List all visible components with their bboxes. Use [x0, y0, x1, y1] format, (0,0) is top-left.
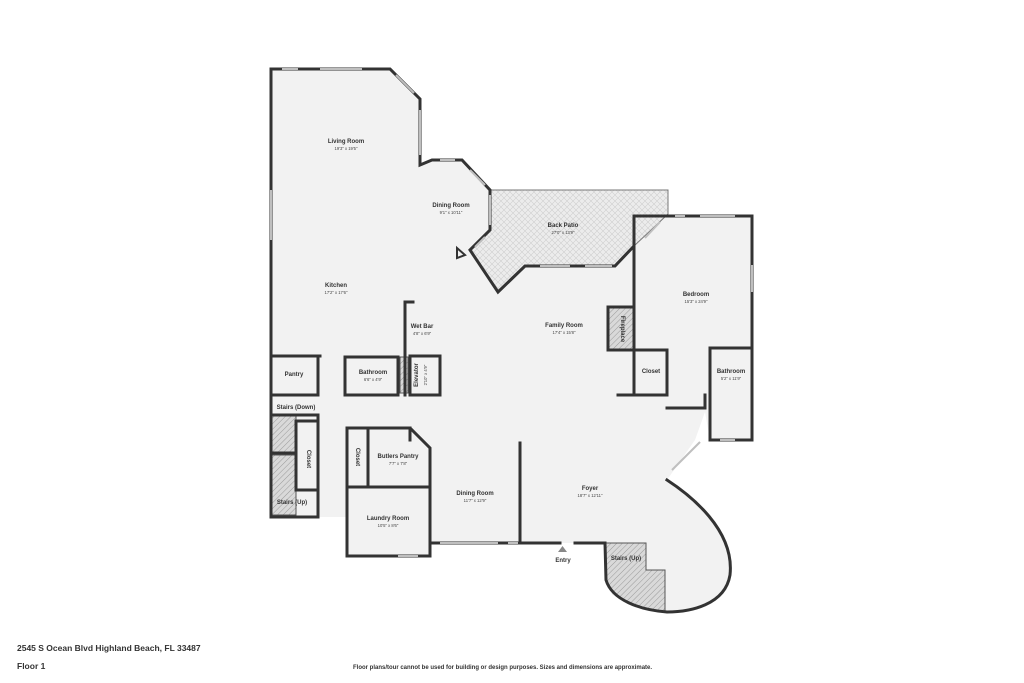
living-room-label: Living Room: [328, 139, 364, 145]
dining-room-lower-label: Dining Room: [456, 491, 493, 497]
entry-label: Entry: [555, 558, 571, 564]
kitchen-label: Kitchen: [325, 283, 347, 289]
wet-bar-label: Wet Bar: [411, 324, 434, 330]
wall-bathroom-small: [343, 355, 400, 397]
back-patio-dim: 27'0" x 13'9": [552, 230, 575, 235]
elevator-label: Elevator: [414, 363, 420, 387]
wall-bathroom-bedroom: [708, 346, 754, 442]
dining-room-upper-label: Dining Room: [432, 203, 469, 209]
windows: [270, 68, 753, 557]
living-room-dim: 19'3" x 19'5": [335, 146, 358, 151]
address-text: 2545 S Ocean Blvd Highland Beach, FL 334…: [17, 643, 201, 653]
wall-closet-bedroom: [632, 348, 669, 397]
closet-bedroom-label: Closet: [642, 369, 660, 375]
bedroom-dim: 15'3" x 24'9": [685, 299, 708, 304]
family-room-dim: 17'4" x 15'8": [553, 330, 576, 335]
wet-bar-dim: 4'8" x 6'9": [413, 331, 432, 336]
foyer-dim: 18'7" x 12'11": [578, 493, 603, 498]
stairs-down-area: [271, 414, 297, 454]
bathroom-small-dim: 6'6" x 4'9": [364, 377, 383, 382]
exterior-wall-foyer-curve: [603, 477, 732, 614]
butlers-pantry-label: Butlers Pantry: [377, 454, 419, 460]
wall-kitchen-corner: [456, 245, 467, 260]
back-patio-label: Back Patio: [548, 223, 579, 229]
closet-butler-label: Closet: [354, 448, 360, 466]
kitchen-dim: 17'2" x 17'6": [325, 290, 348, 295]
stairs-down-label: Stairs (Down): [277, 405, 316, 411]
dining-room-upper-dim: 9'1" x 10'11": [440, 210, 463, 215]
floor-label: Floor 1: [17, 661, 46, 671]
entry-arrow-icon: [558, 546, 567, 552]
elevator-dim: 2'10" x 4'9": [423, 364, 428, 385]
butlers-pantry-dim: 7'7" x 7'8": [389, 461, 408, 466]
pantry-label: Pantry: [285, 372, 304, 378]
wall-wetbar: [403, 300, 415, 397]
bathroom-bedroom-dim: 5'2" x 11'9": [721, 376, 742, 381]
wall-left-block: [269, 354, 322, 519]
wall-bedroom-bottom: [665, 393, 707, 410]
bathroom-bedroom-label: Bathroom: [717, 369, 745, 375]
floor-area: [271, 69, 752, 612]
bedroom-label: Bedroom: [683, 292, 709, 298]
wall-closet-left: [294, 419, 320, 492]
wall-elevator: [408, 354, 442, 397]
wall-laundry: [345, 485, 432, 558]
disclaimer-text: Floor plans/tour cannot be used for buil…: [353, 665, 653, 671]
stairs-up-left-area: [271, 454, 297, 516]
bathroom-small-label: Bathroom: [359, 370, 387, 376]
dining-room-lower-dim: 11'7" x 12'9": [464, 498, 487, 503]
fireplace-label: Fireplace: [619, 316, 625, 343]
closet-left-label: Closet: [305, 450, 311, 468]
laundry-room-dim: 10'5" x 8'6": [378, 523, 399, 528]
laundry-room-label: Laundry Room: [367, 516, 409, 522]
stairs-up-left-label: Stairs (Up): [277, 500, 307, 506]
foyer-label: Foyer: [582, 486, 599, 492]
stairs-up-right-label: Stairs (Up): [611, 556, 641, 562]
family-room-label: Family Room: [545, 323, 583, 329]
